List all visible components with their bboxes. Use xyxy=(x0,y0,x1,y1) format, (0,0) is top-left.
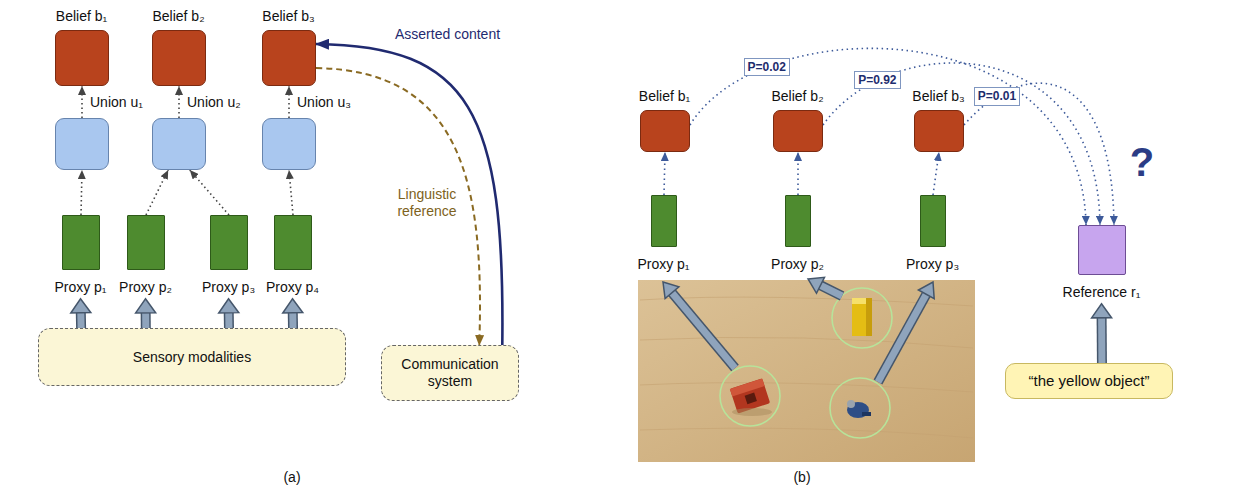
perception-arrow xyxy=(878,282,934,382)
proxy-box: Proxy p₃ xyxy=(920,195,946,247)
connector xyxy=(136,299,156,328)
belief-box: Belief b₁ xyxy=(640,110,690,152)
node-label: Proxy p₃ xyxy=(202,279,255,296)
connector xyxy=(933,152,939,195)
system-box: Sensory modalities xyxy=(38,328,346,386)
connector xyxy=(823,63,1100,225)
node-label: Union u₃ xyxy=(297,94,351,111)
connector xyxy=(1092,304,1112,363)
node-label: Belief b₂ xyxy=(152,8,204,25)
proxy-box: Proxy p₂ xyxy=(785,195,811,247)
node-label: Proxy p₁ xyxy=(637,256,689,273)
perception-arrow xyxy=(808,277,842,296)
connector xyxy=(219,299,239,328)
connector xyxy=(798,152,799,195)
belief-box: Belief b₂ xyxy=(152,30,206,86)
connector xyxy=(82,86,83,118)
connector xyxy=(289,170,293,215)
connector xyxy=(289,86,290,118)
reference-box: Reference r₁ xyxy=(1078,225,1126,275)
proxy-box: Proxy p₃ xyxy=(210,215,248,270)
connector xyxy=(146,170,168,215)
detection-circle xyxy=(720,366,780,426)
node-label: Belief b₂ xyxy=(771,88,823,105)
connector xyxy=(190,170,229,215)
node-label: Reference r₁ xyxy=(1063,284,1141,301)
node-label: Belief b₃ xyxy=(912,88,964,105)
belief-box: Belief b₃ xyxy=(262,30,316,86)
proxy-box: Proxy p₄ xyxy=(274,215,312,270)
blue-object xyxy=(847,400,871,418)
node-label: Proxy p₁ xyxy=(54,279,106,296)
node-label: Belief b₁ xyxy=(56,8,107,25)
proxy-box: Proxy p₁ xyxy=(62,215,100,270)
node-label: Proxy p₂ xyxy=(771,256,824,273)
object-shadow xyxy=(732,408,772,416)
panel-label: (a) xyxy=(283,469,300,486)
node-label: Proxy p₃ xyxy=(906,256,959,273)
node-label: Proxy p₄ xyxy=(266,279,319,296)
node-label: Belief b₁ xyxy=(639,88,690,105)
connector xyxy=(81,170,82,215)
node-label: “the yellow object” xyxy=(1023,372,1156,390)
connector xyxy=(283,299,303,328)
node-label: Proxy p₂ xyxy=(119,279,172,296)
table-photo xyxy=(638,280,975,462)
panel-label: (b) xyxy=(793,469,810,486)
question-mark: ? xyxy=(1130,138,1154,186)
yellow-object xyxy=(852,298,872,336)
node-label: Union u₁ xyxy=(90,94,143,111)
node-label: Union u₂ xyxy=(187,94,241,111)
perception-arrow xyxy=(663,282,735,368)
connector xyxy=(179,86,180,118)
union-box: Union u₂ xyxy=(152,118,206,170)
connector xyxy=(71,299,91,328)
edge-label: P=0.92 xyxy=(854,71,900,89)
system-box: Communication system xyxy=(381,345,519,401)
proxy-box: Proxy p₁ xyxy=(651,195,677,247)
connector xyxy=(964,83,1114,225)
edge-label: Linguistic reference xyxy=(394,186,460,220)
edge-label: P=0.02 xyxy=(744,58,790,76)
union-box: Union u₃ xyxy=(262,118,316,170)
connector xyxy=(316,44,502,345)
node-label: Communication system xyxy=(382,356,518,390)
utterance-box: “the yellow object” xyxy=(1005,363,1173,399)
connector xyxy=(664,152,665,195)
node-label: Belief b₃ xyxy=(262,8,314,25)
edge-label: P=0.01 xyxy=(974,87,1020,105)
node-label: Sensory modalities xyxy=(127,349,257,366)
edge-label: Asserted content xyxy=(395,26,500,43)
connector xyxy=(690,48,1086,225)
belief-box: Belief b₃ xyxy=(914,110,964,152)
detection-circle xyxy=(830,378,890,438)
union-box: Union u₁ xyxy=(55,118,109,170)
belief-box: Belief b₂ xyxy=(773,110,823,152)
proxy-box: Proxy p₂ xyxy=(127,215,165,270)
belief-box: Belief b₁ xyxy=(55,30,109,86)
